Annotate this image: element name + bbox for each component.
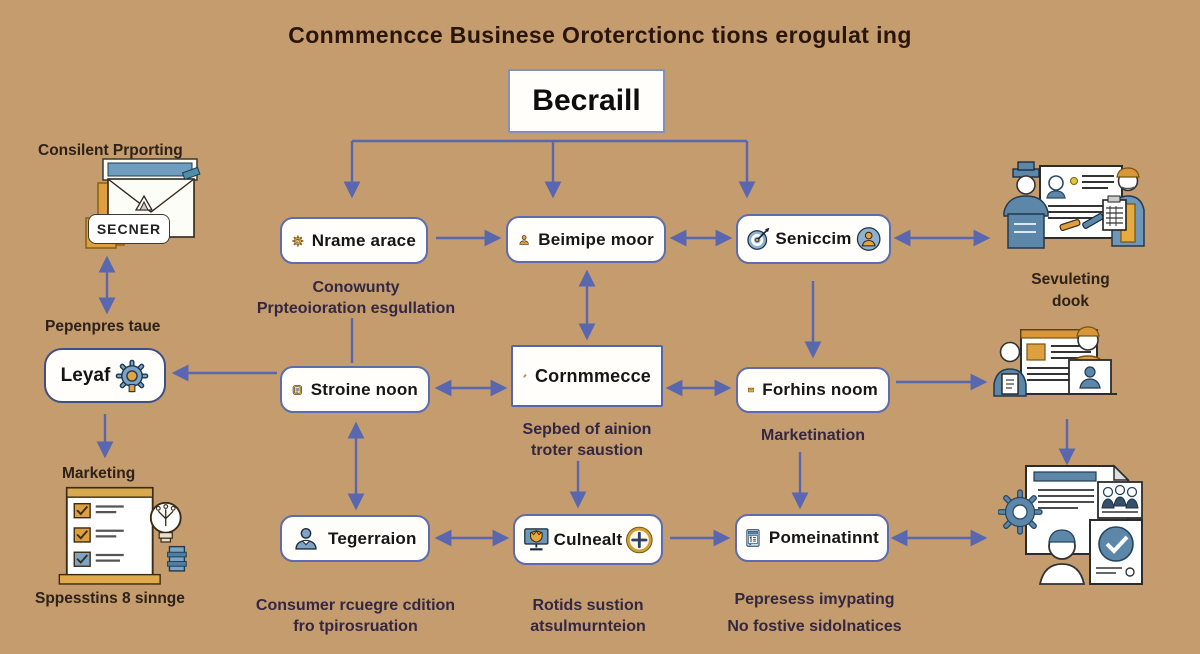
gavel-icon <box>523 374 527 378</box>
pomeinatinnt-node: Pomeinatinnt <box>735 514 889 562</box>
tegeraion-node-label: Tegerraion <box>328 528 417 548</box>
pomeinatinnt-caption: Pepresess imypating No fostive sidolnati… <box>727 591 902 636</box>
legal-node-label: Leyaf <box>60 364 111 386</box>
seniccim-node: Seniccim <box>736 214 891 264</box>
exchange-label: Pepenpres taue <box>45 318 161 335</box>
tegeraion-caption: Consumer rcuegre cdition fro tpirosruati… <box>255 597 456 636</box>
pomeinatinnt-node-label: Pomeinatinnt <box>768 528 879 547</box>
report-label: Consilent Prporting <box>38 142 183 159</box>
root-node: Becraill <box>508 69 665 133</box>
cornmmecce-node: Cornmmecce <box>511 345 663 407</box>
culnealt-node: Culnealt <box>513 514 663 565</box>
tegeraion-node: Tegerraion <box>280 515 430 562</box>
person-icon <box>519 234 529 245</box>
beimipe-node-label: Beimipe moor <box>538 229 654 249</box>
document-icon <box>292 384 303 395</box>
beimipe-node: Beimipe moor <box>506 216 666 263</box>
person-badge-icon <box>856 227 881 251</box>
nrame-node: Nrame arace <box>280 217 428 264</box>
forhins-caption: Marketination <box>760 427 865 444</box>
cornmmecce-node-label: Cornmmecce <box>534 365 651 386</box>
culnealt-caption: Rotids sustion atsulmurnteion <box>530 597 646 636</box>
legal-node: Leyaf <box>44 348 166 403</box>
person-blue-icon <box>295 527 317 550</box>
mail-tag-label: SECNER <box>96 221 162 237</box>
meeting-document-icon <box>993 326 1117 397</box>
diagram-title: Conmmencce Businese Oroterctionc tions e… <box>288 22 912 48</box>
gear-person-icon <box>292 234 304 247</box>
envelope-icon <box>748 387 755 393</box>
coin-plus-icon <box>626 526 653 553</box>
mail-tag: SECNER <box>88 214 170 244</box>
review-people-icon <box>1003 161 1145 249</box>
seniccim-node-label: Seniccim <box>775 229 852 248</box>
culnealt-node-label: Culnealt <box>553 529 623 549</box>
forhins-node: Forhins noom <box>736 367 890 413</box>
cornmmecce-caption: Sepbed of ainion troter saustion <box>522 421 652 460</box>
review-label: Sevuleting dook <box>1031 271 1110 310</box>
nrame-caption: Conowunty Prpteoioration esgullation <box>256 279 456 318</box>
checklist-idea-icon <box>58 486 187 585</box>
gear-icon <box>116 359 149 392</box>
forhins-node-label: Forhins noom <box>762 380 878 399</box>
calculator-icon <box>746 529 760 547</box>
nrame-node-label: Nrame arace <box>311 230 416 250</box>
stroine-node-label: Stroine noon <box>310 379 418 399</box>
stroine-node: Stroine noon <box>280 366 430 413</box>
target-icon <box>747 227 770 250</box>
monitor-shield-icon <box>524 527 549 550</box>
approval-gear-icon <box>998 464 1143 585</box>
marketing-label: Marketing <box>62 465 136 482</box>
checklist-label: Sppesstins 8 sinnge <box>35 590 185 607</box>
root-node-label: Becraill <box>532 84 641 117</box>
